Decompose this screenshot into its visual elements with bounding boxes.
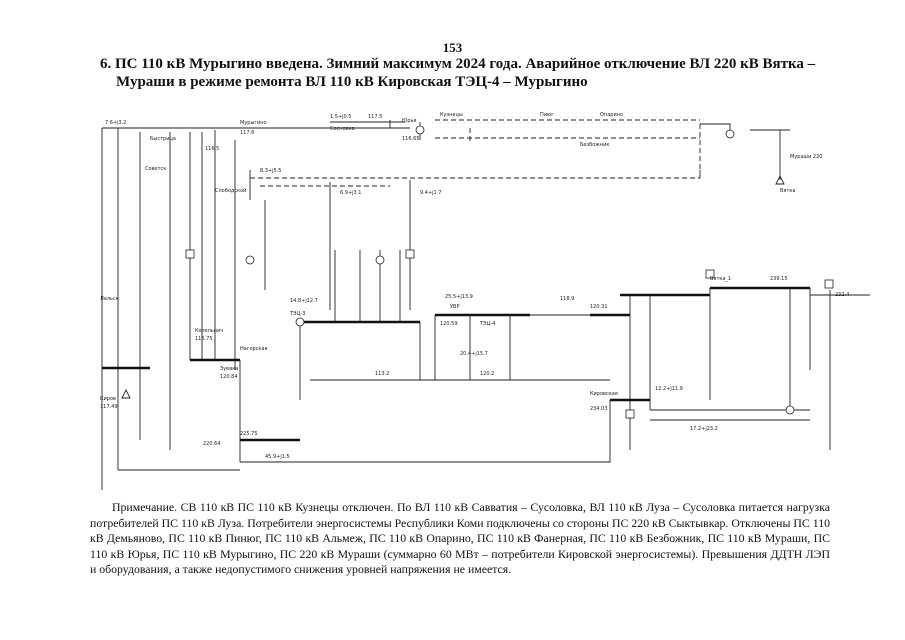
label-pinyug: Пиюг xyxy=(540,112,554,118)
label-zuevka-voltage: 120.84 xyxy=(220,374,238,380)
label-zuevka: Зуевка xyxy=(220,366,238,372)
label-flow-8: 12.2+j11.9 xyxy=(655,386,683,392)
label-flow-9: 17.2+j23.2 xyxy=(690,426,718,432)
switch-symbol xyxy=(405,249,415,259)
label-lalsk: Лальск xyxy=(100,296,119,302)
label-bystrica: Быстрица xyxy=(150,136,176,142)
label-kotelnich-voltage: 116.75 xyxy=(195,336,213,342)
label-bus-7: 220.64 xyxy=(203,441,221,447)
label-sosnovka: Сосновка xyxy=(330,126,355,132)
switch-symbol xyxy=(824,279,834,289)
label-murygino: Мурыгино xyxy=(240,120,267,126)
label-kirov-voltage: 117.49 xyxy=(100,404,118,410)
switch-symbol xyxy=(625,409,635,419)
transformer-symbol xyxy=(725,129,735,139)
label-murashi-220: Мураши 220 xyxy=(790,154,822,160)
label-bus-3: 113.2 xyxy=(375,371,389,377)
label-flow-11: 6.9+j3.1 xyxy=(340,190,361,196)
switch-symbol xyxy=(185,249,195,259)
switch-symbol xyxy=(705,269,715,279)
label-yurya-voltage: 116.65 xyxy=(402,136,420,142)
transformer-symbol xyxy=(295,317,305,327)
label-bus-5: 118.9 xyxy=(560,296,574,302)
generator-symbol xyxy=(775,174,785,185)
label-bus-8: 232.4 xyxy=(835,292,849,298)
label-bezbozhnik: Безбожник xyxy=(580,142,609,148)
label-flow-3: 117.5 xyxy=(368,114,382,120)
heading-line-2: Мураши в режиме ремонта ВЛ 110 кВ Кировс… xyxy=(116,74,588,90)
label-flow-2: 1.5+j0.5 xyxy=(330,114,351,120)
label-flow-12: 9.4+j1.7 xyxy=(420,190,441,196)
label-flow-4: 14.8+j12.7 xyxy=(290,298,318,304)
transformer-symbol xyxy=(785,405,795,415)
wire xyxy=(240,400,611,463)
label-bus-4: 120.2 xyxy=(480,371,494,377)
scheme-note: Примечание. СВ 110 кВ ПС 110 кВ Кузнецы … xyxy=(90,500,830,577)
label-vyatka: Вятка xyxy=(780,188,795,194)
label-kotelnich: Котельнич xyxy=(195,328,223,334)
label-tec4-voltage: 120.59 xyxy=(440,321,458,327)
label-sovetsk: Советск xyxy=(145,166,166,172)
label-tec4: ТЭЦ-4 xyxy=(479,321,495,327)
label-bus-6: 225.75 xyxy=(240,431,258,437)
label-slobodskoy: Слободской xyxy=(215,187,246,194)
label-kirovskaya-voltage: 234.03 xyxy=(590,406,608,412)
label-flow-1: 7.6+j3.2 xyxy=(105,120,126,126)
label-flow-10: 8.3+j5.5 xyxy=(260,168,281,174)
transformer-symbol xyxy=(415,125,425,135)
label-flow-6: 20.4+j15.7 xyxy=(460,351,488,357)
generator-symbol xyxy=(121,388,131,399)
label-vyatka-1-voltage: 239.15 xyxy=(770,276,788,282)
label-uvr: УВР xyxy=(450,304,460,310)
transformer-symbol xyxy=(245,255,255,265)
label-bus-1: 117.6 xyxy=(240,130,254,136)
label-kuzhnovo: Кузнецы xyxy=(440,112,463,118)
heading-line-1: 6. ПС 110 кВ Мурыгино введена. Зимний ма… xyxy=(100,56,816,72)
label-flow-7: 45.9+j1.5 xyxy=(265,454,290,460)
page-number: 153 xyxy=(442,40,463,55)
label-vyatka-1: Вятка_1 xyxy=(710,276,731,282)
scheme-heading: 6. ПС 110 кВ Мурыгино введена. Зимний ма… xyxy=(100,55,835,91)
label-nagorskaya: Нагорская xyxy=(240,346,268,352)
label-flow-5: 25.5+j13.9 xyxy=(445,294,473,300)
power-grid-scheme: 7.6+j3.2 1.5+j0.5 Сосновка 117.5 Юрья 11… xyxy=(100,112,870,490)
transformer-symbol xyxy=(375,255,385,265)
label-tec3: ТЭЦ-3 xyxy=(289,311,305,317)
label-kirov: Киров xyxy=(100,396,116,402)
dashed-line xyxy=(250,170,701,179)
label-murygino-voltage: 120.31 xyxy=(590,304,608,310)
label-bus-2: 116.5 xyxy=(205,146,219,152)
label-yurya: Юрья xyxy=(402,118,417,124)
label-oparino: Опарино xyxy=(600,112,623,118)
label-kirovskaya: Кировская xyxy=(590,391,618,397)
wire xyxy=(700,123,731,134)
